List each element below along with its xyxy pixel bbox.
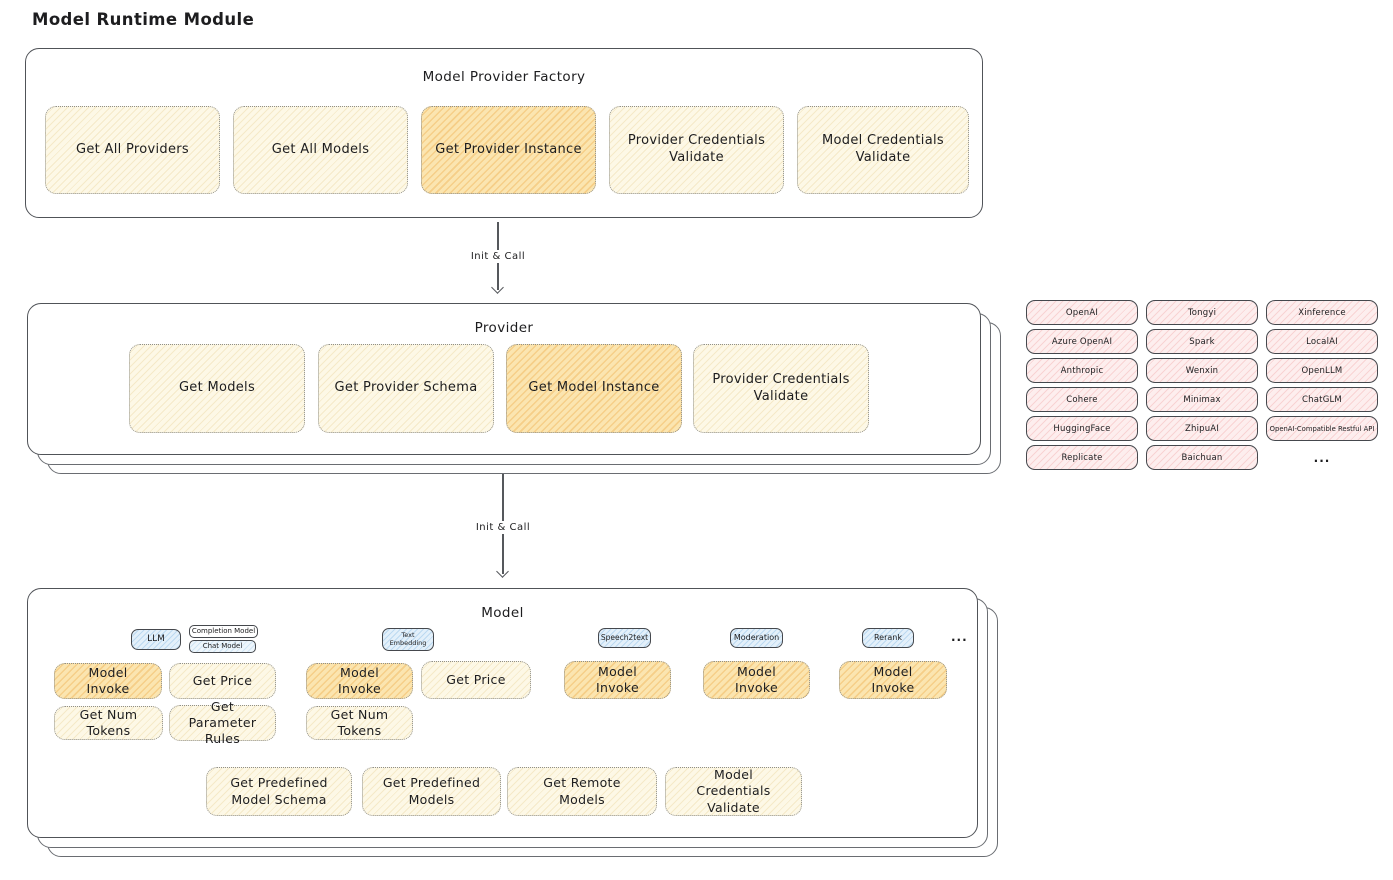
- tag-speech2text: Speech2text: [598, 628, 651, 648]
- speech2text-model-invoke-box: Model Invoke: [564, 661, 671, 699]
- llm-model-invoke-box: Model Invoke: [54, 663, 162, 699]
- factory-box-model-credentials-validate: Model Credentials Validate: [797, 106, 969, 194]
- tag-moderation: Moderation: [730, 628, 783, 648]
- provider-section: Provider Get Models Get Provider Schema …: [27, 303, 981, 455]
- factory-title: Model Provider Factory: [422, 69, 586, 85]
- provider-title: Provider: [474, 320, 534, 336]
- provider-chip-cohere: Cohere: [1026, 387, 1138, 412]
- page-title: Model Runtime Module: [32, 10, 255, 29]
- tag-llm: LLM: [131, 629, 181, 650]
- provider-chip-minimax: Minimax: [1146, 387, 1258, 412]
- provider-box-provider-credentials-validate: Provider Credentials Validate: [693, 344, 869, 433]
- model-section: Model LLM Completion Model Chat Model Te…: [27, 588, 978, 838]
- provider-chip-openai-compatible: OpenAI-Compatible Restful API: [1266, 416, 1378, 441]
- provider-chip-zhipuai: ZhipuAI: [1146, 416, 1258, 441]
- arrow-down-head-icon: [491, 281, 504, 294]
- provider-chip-localai: LocalAI: [1266, 329, 1378, 354]
- embedding-get-num-tokens-box: Get Num Tokens: [306, 706, 413, 740]
- model-title: Model: [481, 605, 524, 621]
- provider-chip-openai: OpenAI: [1026, 300, 1138, 325]
- provider-chip-anthropic: Anthropic: [1026, 358, 1138, 383]
- provider-chip-chatglm: ChatGLM: [1266, 387, 1378, 412]
- tag-rerank: Rerank: [862, 628, 914, 648]
- provider-chip-tongyi: Tongyi: [1146, 300, 1258, 325]
- factory-box-get-provider-instance: Get Provider Instance: [421, 106, 596, 194]
- factory-to-provider-arrow-label: Init & Call: [458, 250, 538, 263]
- factory-box-get-all-providers: Get All Providers: [45, 106, 220, 194]
- factory-box-get-all-models: Get All Models: [233, 106, 408, 194]
- moderation-model-invoke-box: Model Invoke: [703, 661, 810, 699]
- tag-completion-model: Completion Model: [189, 625, 258, 638]
- factory-section: Model Provider Factory Get All Providers…: [25, 48, 983, 218]
- model-box-get-remote-models: Get Remote Models: [507, 767, 657, 816]
- embedding-get-price-box: Get Price: [421, 661, 531, 699]
- llm-get-parameter-rules-box: Get Parameter Rules: [169, 699, 276, 746]
- provider-chip-openllm: OpenLLM: [1266, 358, 1378, 383]
- tag-text-embedding: Text Embedding: [382, 628, 434, 651]
- tag-chat-model: Chat Model: [189, 640, 256, 653]
- provider-box-get-models: Get Models: [129, 344, 305, 433]
- tag-more-ellipsis: ...: [951, 630, 968, 644]
- provider-chip-azure-openai: Azure OpenAI: [1026, 329, 1138, 354]
- provider-to-model-arrow-label: Init & Call: [463, 521, 543, 534]
- provider-chip-more-ellipsis: ...: [1313, 450, 1331, 465]
- provider-chip-huggingface: HuggingFace: [1026, 416, 1138, 441]
- llm-get-price-box: Get Price: [169, 663, 276, 699]
- provider-chip-grid: OpenAI Tongyi Xinference Azure OpenAI Sp…: [1026, 300, 1378, 470]
- factory-box-provider-credentials-validate: Provider Credentials Validate: [609, 106, 784, 194]
- provider-chip-spark: Spark: [1146, 329, 1258, 354]
- provider-box-get-model-instance: Get Model Instance: [506, 344, 682, 433]
- provider-chip-baichuan: Baichuan: [1146, 445, 1258, 470]
- provider-box-get-provider-schema: Get Provider Schema: [318, 344, 494, 433]
- rerank-model-invoke-box: Model Invoke: [839, 661, 947, 699]
- model-box-model-credentials-validate: Model Credentials Validate: [665, 767, 802, 816]
- provider-chip-replicate: Replicate: [1026, 445, 1138, 470]
- model-box-get-predefined-models: Get Predefined Models: [362, 767, 501, 816]
- provider-chip-wenxin: Wenxin: [1146, 358, 1258, 383]
- embedding-model-invoke-box: Model Invoke: [306, 663, 413, 699]
- arrow-down-head-icon: [496, 565, 509, 578]
- model-box-get-predefined-model-schema: Get Predefined Model Schema: [206, 767, 352, 816]
- provider-chip-xinference: Xinference: [1266, 300, 1378, 325]
- llm-get-num-tokens-box: Get Num Tokens: [54, 706, 163, 740]
